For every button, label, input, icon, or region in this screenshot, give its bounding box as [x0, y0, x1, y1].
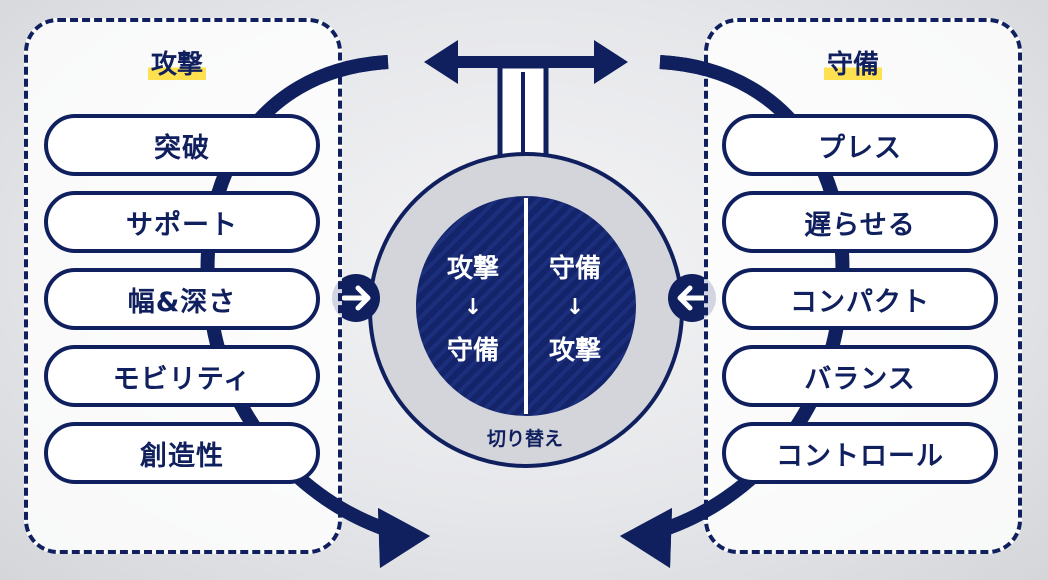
attack-title: 攻撃: [148, 50, 207, 80]
top-arrow-right-head: [594, 40, 628, 84]
core-right-to: 攻撃: [548, 336, 601, 366]
top-arrow-left-head: [424, 40, 458, 84]
defense-item-press: プレス: [722, 114, 998, 176]
core-left-down-arrow: ↓: [463, 295, 483, 320]
core-left-to: 守備: [446, 336, 499, 366]
switch-label: 切り替え: [486, 428, 563, 450]
defense-item-compact: コンパクト: [722, 268, 998, 330]
attack-item-creativity: 創造性: [44, 422, 320, 484]
attack-item-support: サポート: [44, 191, 320, 253]
attack-item-breakthrough: 突破: [44, 114, 320, 176]
core-left-from: 攻撃: [446, 254, 499, 284]
defense-item-control: コントロール: [722, 422, 998, 484]
attack-item-mobility: モビリティ: [44, 345, 320, 407]
defense-title: 守備: [824, 50, 883, 80]
core-right-from: 守備: [548, 254, 601, 284]
attack-item-width-depth: 幅&深さ: [44, 268, 320, 330]
defense-item-delay: 遅らせる: [722, 191, 998, 253]
core-right-down-arrow: ↓: [565, 295, 585, 320]
defense-item-balance: バランス: [722, 345, 998, 407]
